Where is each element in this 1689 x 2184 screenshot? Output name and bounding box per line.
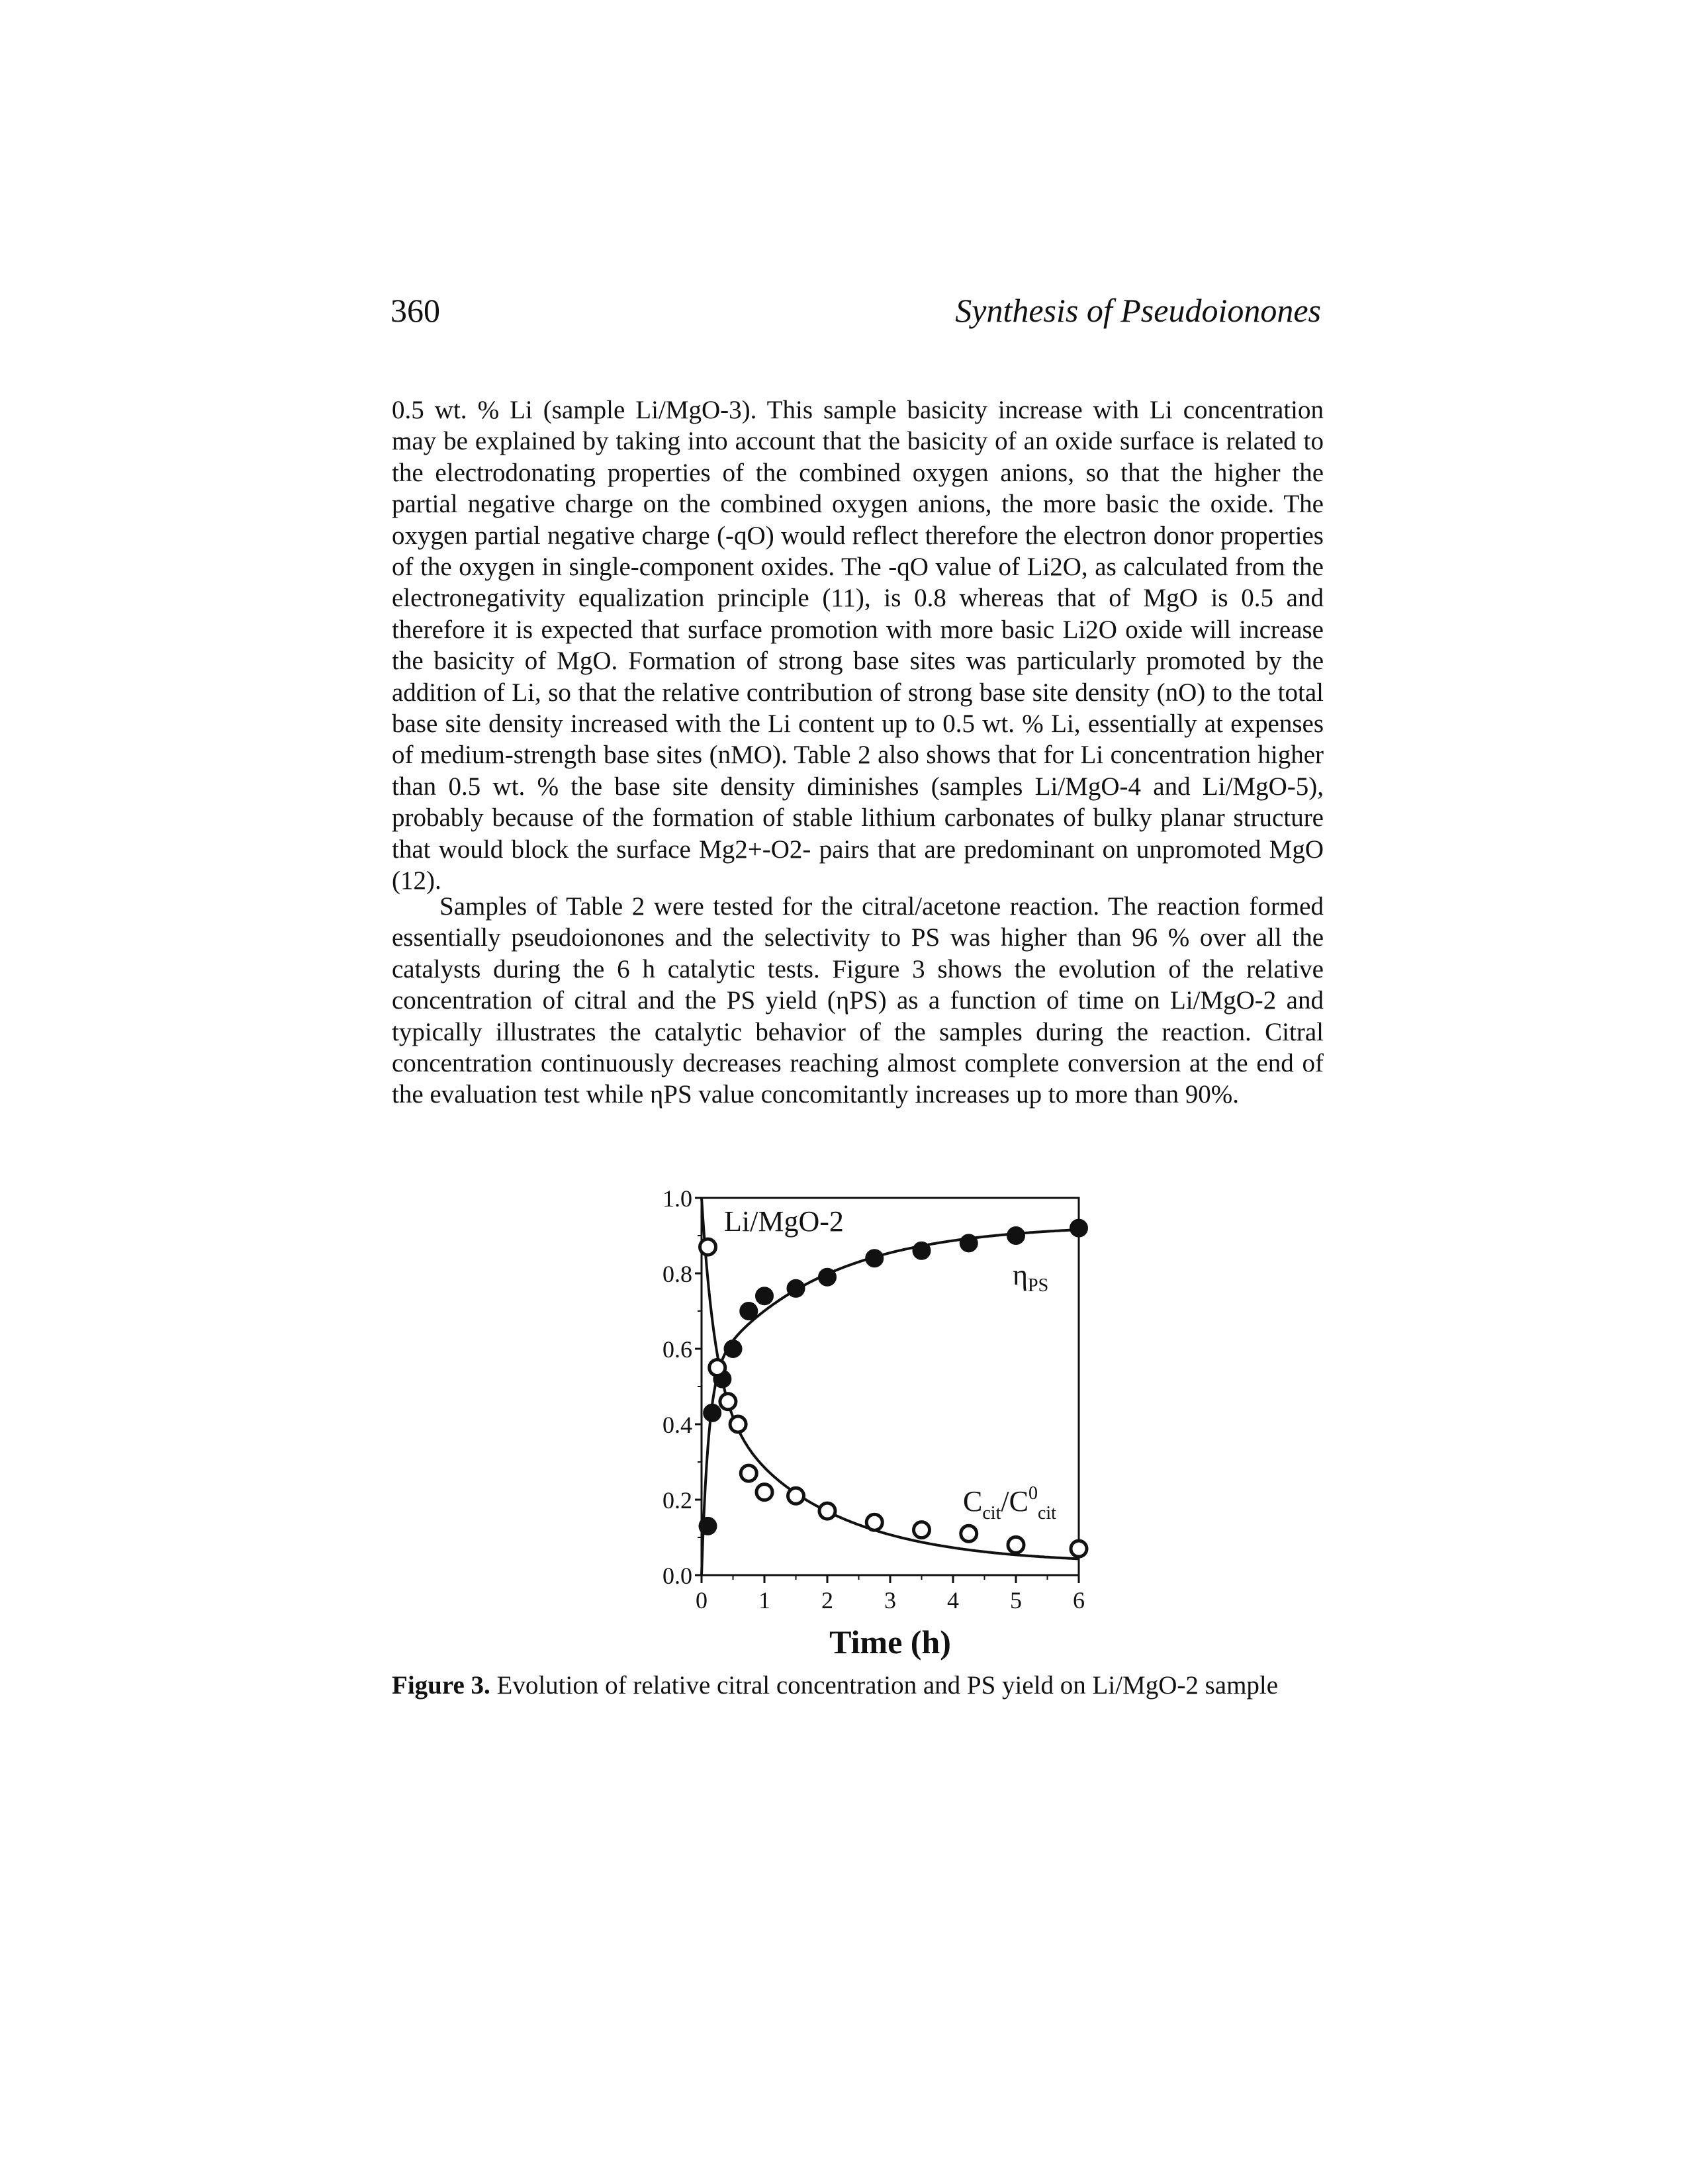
x-tick-label: 4 <box>947 1587 959 1614</box>
x-tick-label: 3 <box>884 1587 896 1614</box>
series-label-ps-yield: ηPS <box>1013 1259 1048 1296</box>
ps-yield-point <box>818 1267 837 1287</box>
y-tick-label: 0.2 <box>662 1487 692 1514</box>
citral-point <box>1006 1535 1026 1555</box>
page-number: 360 <box>390 292 440 329</box>
running-title: Synthesis of Pseudoionones <box>955 292 1321 329</box>
y-tick-label: 0.0 <box>662 1563 692 1589</box>
citral-point <box>786 1486 805 1506</box>
caption-text: Evolution of relative citral concentrati… <box>490 1671 1279 1700</box>
x-tick-label: 1 <box>758 1587 770 1614</box>
citral-point <box>708 1358 727 1377</box>
x-tick-label: 2 <box>821 1587 833 1614</box>
ps-yield-point <box>912 1241 931 1260</box>
ps-yield-point <box>755 1287 774 1306</box>
citral-point <box>739 1463 758 1483</box>
ps-yield-point <box>703 1403 722 1422</box>
figure-caption: Figure 3. Evolution of relative citral c… <box>392 1670 1332 1700</box>
caption-label: Figure 3. <box>392 1671 490 1700</box>
x-tick-label: 0 <box>696 1587 708 1614</box>
citral-point <box>912 1520 931 1540</box>
chart-title: Li/MgO-2 <box>724 1205 844 1238</box>
x-axis-label: Time (h) <box>829 1623 951 1661</box>
ps-yield-point <box>865 1249 884 1268</box>
plot-frame <box>700 1197 1080 1576</box>
ps-yield-point <box>698 1516 717 1535</box>
citral-point <box>718 1392 738 1412</box>
paragraph-2: Samples of Table 2 were tested for the c… <box>392 891 1324 1111</box>
ps-yield-point <box>739 1302 758 1320</box>
paragraph-2-text: Samples of Table 2 were tested for the c… <box>392 892 1324 1109</box>
citral-point <box>698 1237 717 1257</box>
y-tick-label: 0.4 <box>662 1412 692 1438</box>
citral-point <box>1069 1539 1089 1559</box>
y-tick-label: 0.6 <box>662 1336 692 1363</box>
ps-yield-point <box>959 1234 978 1253</box>
citral-fit-curve <box>700 1197 1079 1561</box>
citral-point <box>864 1512 884 1532</box>
paragraph-1: 0.5 wt. % Li (sample Li/MgO-3). This sam… <box>392 394 1324 897</box>
x-tick-label: 6 <box>1073 1587 1085 1614</box>
paragraph-1-text: 0.5 wt. % Li (sample Li/MgO-3). This sam… <box>392 396 1324 895</box>
ps-yield-point <box>786 1279 805 1298</box>
ps-yield-point <box>723 1340 743 1358</box>
y-tick-label: 0.8 <box>662 1261 692 1287</box>
ps-yield-point <box>1007 1226 1025 1245</box>
citral-point <box>754 1482 774 1502</box>
x-tick-label: 5 <box>1010 1587 1022 1614</box>
citral-point <box>959 1524 979 1543</box>
citral-point <box>728 1414 748 1434</box>
y-tick-label: 1.0 <box>662 1185 692 1212</box>
citral-point <box>817 1501 837 1521</box>
ps-yield-point <box>1070 1218 1088 1238</box>
series-label-citral: Ccit/C0cit <box>963 1483 1056 1524</box>
